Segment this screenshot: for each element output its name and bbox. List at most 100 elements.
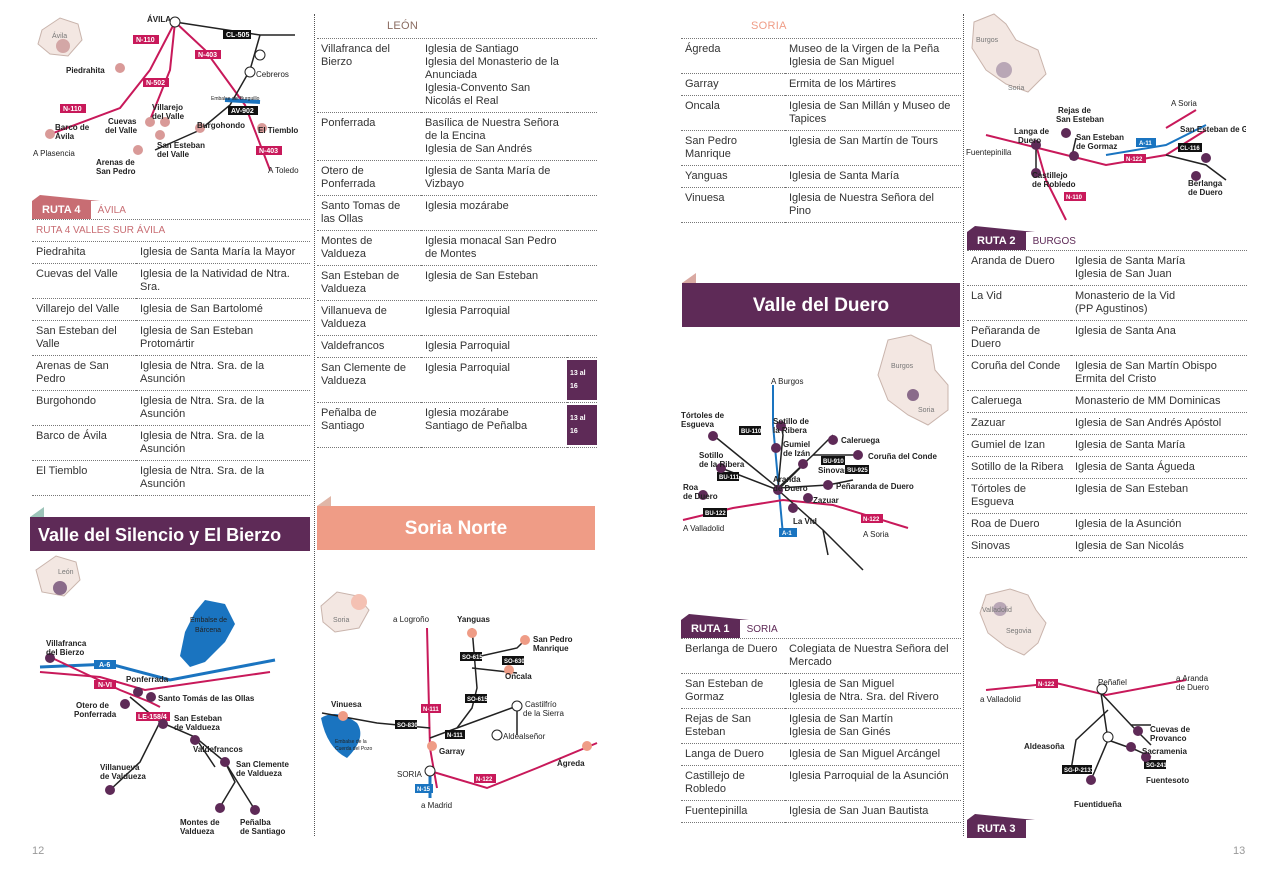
site-name: Iglesia de la Asunción <box>1075 518 1182 530</box>
date-badge: 13 al 16 <box>567 360 597 400</box>
svg-text:Peñafiel: Peñafiel <box>1098 678 1127 687</box>
svg-text:Sacramenia: Sacramenia <box>1142 747 1187 756</box>
site-name: Iglesia de San Miguel Arcángel <box>789 748 941 760</box>
site-name: Iglesia de Santa Ana <box>1075 325 1176 337</box>
site-list: Iglesia de San Millán y Museo de Tapices <box>785 95 961 131</box>
site-name: Iglesia de San Juan Bautista <box>789 805 929 817</box>
site-list: Monasterio de MM Dominicas <box>1071 390 1247 413</box>
svg-text:San Clemente: San Clemente <box>236 760 289 769</box>
badge-cell: 13 al 16 <box>567 357 597 403</box>
site-name: Iglesia Parroquial <box>425 340 510 352</box>
town-name: Villanueva de Valdueza <box>317 300 421 336</box>
svg-text:Gumiel: Gumiel <box>783 440 810 449</box>
svg-text:Soria: Soria <box>918 407 934 414</box>
town-name: Garray <box>681 73 785 96</box>
leon-province: LEÓN <box>317 14 597 39</box>
site-list: Iglesia de Santa María <box>785 165 961 188</box>
site-list: Monasterio de la Vid(PP Agustinos) <box>1071 285 1247 321</box>
svg-text:Valdueza: Valdueza <box>180 827 215 836</box>
site-name: Iglesia de San Martín Obispo <box>1075 360 1217 372</box>
svg-text:San Esteban: San Esteban <box>1056 115 1104 124</box>
site-list: Iglesia de Nuestra Señora del Pino <box>785 187 961 223</box>
svg-text:Sinovas: Sinovas <box>818 466 849 475</box>
site-name: Iglesia de Santa María <box>789 170 900 182</box>
svg-text:Bárcena: Bárcena <box>195 627 221 634</box>
town-name: Sotillo de la Ribera <box>967 456 1071 479</box>
town-name: Villafranca del Bierzo <box>317 39 421 113</box>
site-list: Iglesia de Ntra. Sra. de la Asunción <box>136 460 310 496</box>
table-row: Villanueva de Valdueza Iglesia Parroquial <box>317 300 597 336</box>
svg-text:N-403: N-403 <box>198 52 217 59</box>
svg-text:de Valdueza: de Valdueza <box>100 772 146 781</box>
svg-text:de Santiago: de Santiago <box>240 827 285 836</box>
site-name: Iglesia de San Esteban <box>1075 483 1189 495</box>
svg-text:Fuentepinilla: Fuentepinilla <box>966 148 1012 157</box>
ruta4-block: RUTA 4 ÁVILA RUTA 4 VALLES SUR ÁVILA Pie… <box>32 195 310 496</box>
site-list: Iglesia de San Nicolás <box>1071 535 1247 558</box>
town-name: Piedrahita <box>32 242 136 264</box>
town-name: Vinuesa <box>681 187 785 223</box>
site-name: Iglesia Parroquial <box>425 305 510 317</box>
svg-text:la Ribera: la Ribera <box>773 426 807 435</box>
svg-text:La Vid: La Vid <box>793 517 817 526</box>
site-name: Iglesia de San Bartolomé <box>140 303 263 315</box>
svg-text:Valdefrancos: Valdefrancos <box>193 745 243 754</box>
svg-text:del Bierzo: del Bierzo <box>46 648 84 657</box>
site-list: Iglesia de Santa María <box>1071 434 1247 457</box>
svg-text:a Logroño: a Logroño <box>393 615 430 624</box>
site-list: Iglesia de Ntra. Sra. de la Asunción <box>136 390 310 426</box>
town-name: Zazuar <box>967 412 1071 435</box>
svg-text:Embalse de la: Embalse de la <box>335 739 367 745</box>
svg-text:Cuevas de: Cuevas de <box>1150 725 1191 734</box>
svg-text:BU-110: BU-110 <box>741 429 762 435</box>
svg-text:Burgohondo: Burgohondo <box>197 121 245 130</box>
svg-text:Sotillo de: Sotillo de <box>773 417 810 426</box>
svg-text:BU-925: BU-925 <box>847 468 868 474</box>
town-name: Valdefrancos <box>317 335 421 358</box>
site-list: Colegiata de Nuestra Señora del Mercado <box>785 639 961 674</box>
svg-text:de Valdueza: de Valdueza <box>236 769 282 778</box>
svg-text:San Esteban: San Esteban <box>157 141 205 150</box>
site-name: Iglesia de Ntra. Sra. de la Asunción <box>140 430 265 455</box>
svg-text:BU-910: BU-910 <box>823 459 844 465</box>
site-name: Iglesia de San Martín de Tours <box>789 135 938 147</box>
site-name: Iglesia de Santa María de Vizbayo <box>425 165 551 190</box>
town-name: Coruña del Conde <box>967 355 1071 391</box>
svg-text:de la Ribera: de la Ribera <box>699 460 745 469</box>
badge-cell <box>567 335 597 358</box>
svg-text:SO-615: SO-615 <box>467 697 488 703</box>
svg-text:A-11: A-11 <box>1139 141 1152 147</box>
svg-text:Ávila: Ávila <box>52 31 67 40</box>
svg-text:BU-111: BU-111 <box>719 475 740 481</box>
site-name: Iglesia de Santiago <box>425 43 519 55</box>
svg-text:N-110: N-110 <box>136 37 155 44</box>
site-name: Ermita de los Mártires <box>789 78 896 90</box>
svg-text:N-122: N-122 <box>1126 157 1143 163</box>
badge-cell <box>567 160 597 196</box>
svg-text:SG-P-2131: SG-P-2131 <box>1064 768 1095 774</box>
svg-text:de la Sierra: de la Sierra <box>523 709 564 718</box>
svg-text:Castilfrío: Castilfrío <box>525 700 557 709</box>
svg-text:Tórtoles de: Tórtoles de <box>681 411 725 420</box>
svg-text:El Tiemblo: El Tiemblo <box>258 126 298 135</box>
svg-text:A Valladolid: A Valladolid <box>683 524 724 533</box>
svg-text:Coruña del Conde: Coruña del Conde <box>868 452 937 461</box>
town-name: Otero de Ponferrada <box>317 160 421 196</box>
site-name: Iglesia de Ntra. Sra. del Rivero <box>789 691 939 703</box>
site-name: Santiago de Peñalba <box>425 420 528 432</box>
svg-text:N-122: N-122 <box>1038 682 1055 688</box>
town-name: Rejas de San Esteban <box>681 708 785 744</box>
site-name: Monasterio de la Vid <box>1075 290 1176 302</box>
badge-cell <box>567 195 597 231</box>
